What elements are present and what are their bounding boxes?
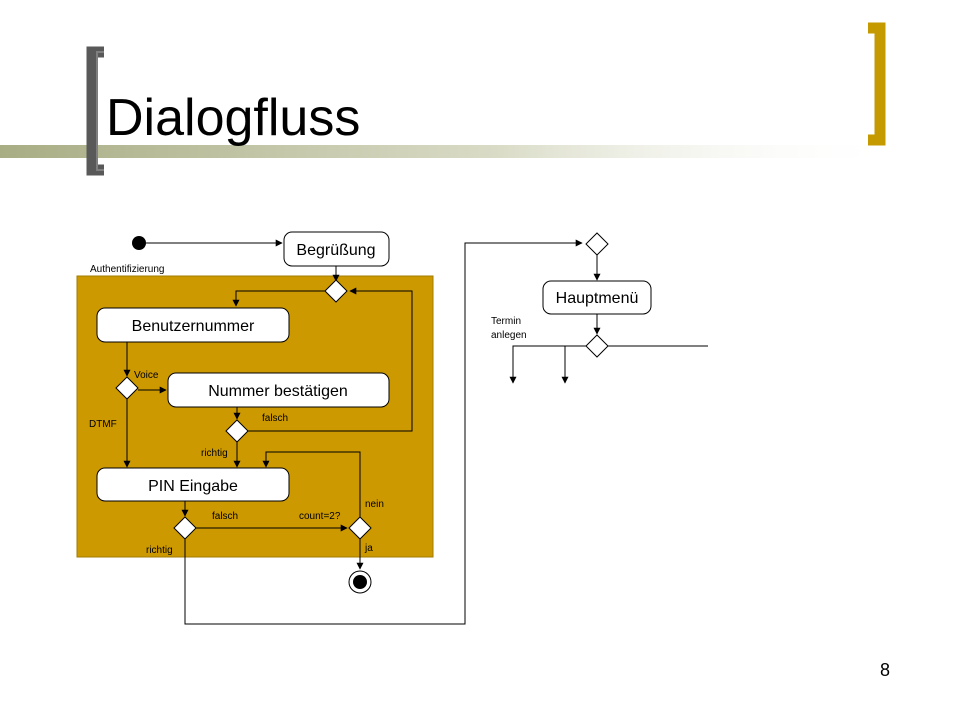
start-node: [132, 236, 146, 250]
node-benutzernummer-label: Benutzernummer: [132, 318, 255, 335]
decision-hauptmenue: [585, 334, 609, 358]
slide-number: 8: [880, 660, 891, 680]
right-bracket: [868, 22, 886, 146]
label-richtig-confirm: richtig: [201, 448, 228, 459]
merge-diamond-right: [585, 232, 609, 256]
edge-termin-anlegen: [509, 345, 586, 384]
edge-nein-loop: [262, 451, 361, 517]
edge-merge-benutzernummer: [232, 290, 325, 307]
label-ja: ja: [364, 543, 373, 554]
label-nein: nein: [365, 499, 384, 510]
edge-richtig-to-hauptmenue: [184, 239, 583, 625]
node-pin-eingabe: [96, 467, 290, 502]
label-voice: Voice: [134, 370, 159, 381]
edge-falsch-loop: [248, 287, 413, 432]
left-bracket-inner: [96, 51, 104, 171]
label-count: count=2?: [299, 511, 341, 522]
label-dtmf: DTMF: [89, 419, 117, 430]
node-hauptmenue-label: Hauptmenü: [556, 290, 639, 307]
group-label: Authentifizierung: [90, 264, 165, 275]
title-banner-stripe: [0, 145, 900, 158]
label-falsch-pin: falsch: [212, 511, 238, 522]
merge-diamond-top: [324, 279, 348, 303]
node-pin-eingabe-label: PIN Eingabe: [148, 478, 238, 495]
label-termin-line2: anlegen: [491, 330, 527, 341]
label-falsch-confirm: falsch: [262, 413, 288, 424]
end-node-inner: [353, 575, 367, 589]
label-richtig-pin: richtig: [146, 545, 173, 556]
node-nummer-bestaetigen-label: Nummer bestätigen: [208, 383, 348, 400]
node-nummer-bestaetigen: [167, 372, 390, 408]
node-begruessung-label: Begrüßung: [296, 242, 375, 259]
label-termin-line1: Termin: [491, 316, 521, 327]
slide-title: Dialogfluss: [106, 89, 361, 147]
node-benutzernummer: [96, 307, 290, 343]
